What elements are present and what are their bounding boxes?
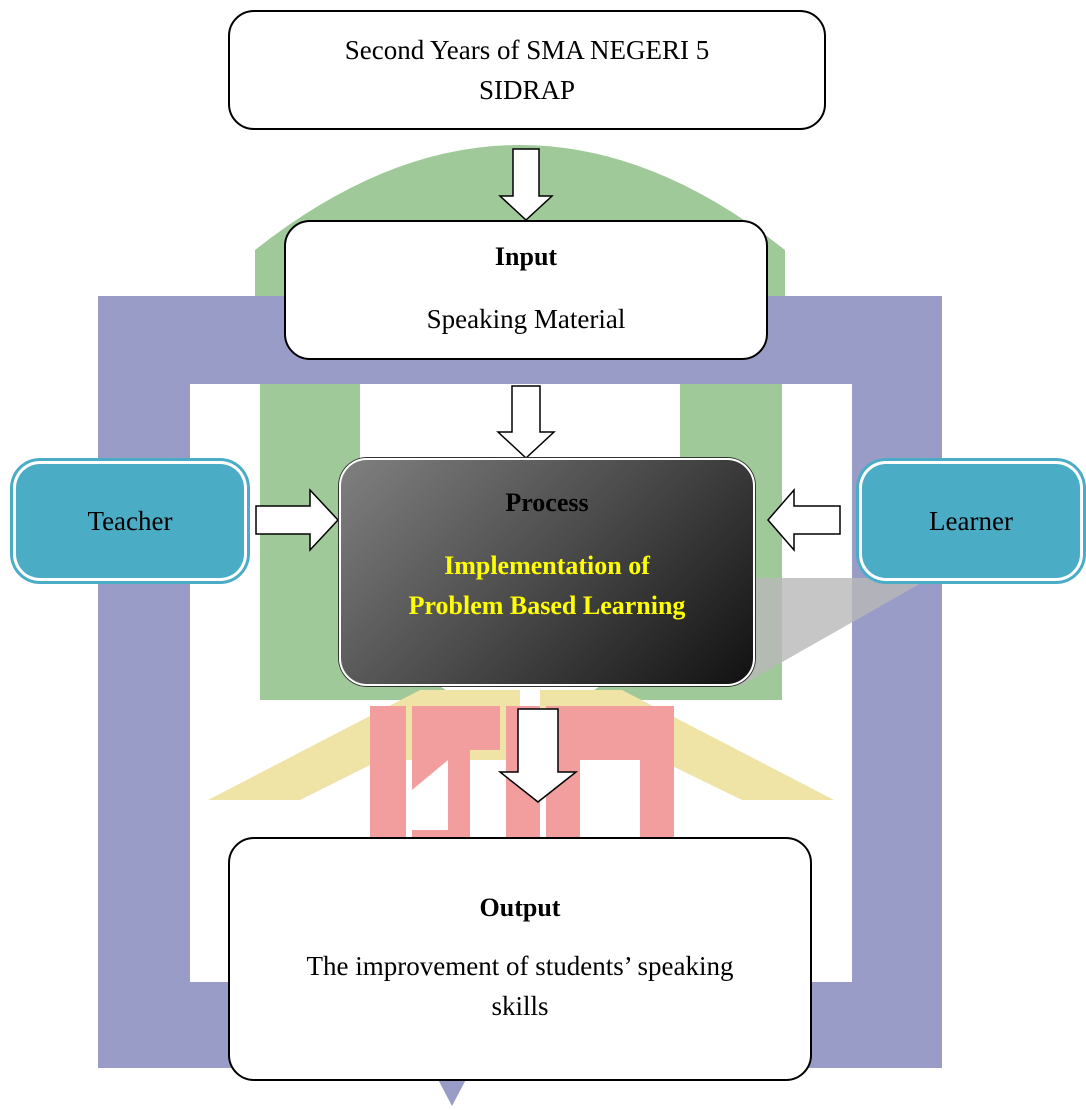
process-box: Process Implementation of Problem Based … [339, 458, 755, 686]
watermark-frame [98, 296, 942, 1068]
arrow-down-1 [498, 148, 554, 222]
arrow-down-2 [496, 385, 556, 460]
input-text: Speaking Material [426, 304, 626, 334]
teacher-label: Teacher [87, 505, 173, 536]
top-box-line2: SIDRAP [478, 75, 576, 105]
process-text-line2: Problem Based Learning [408, 591, 686, 620]
learner-label: Learner [929, 505, 1013, 536]
arrow-down-3 [497, 708, 579, 803]
top-box: Second Years of SMA NEGERI 5 SIDRAP [228, 10, 826, 130]
output-text-line1: The improvement of students’ speaking [306, 951, 734, 981]
arrow-left-learner [767, 487, 841, 553]
learner-box: Learner [862, 464, 1080, 578]
arrow-right-teacher [255, 488, 340, 552]
output-title: Output [479, 893, 561, 922]
output-box: Output The improvement of students’ spea… [228, 837, 812, 1081]
process-title: Process [505, 488, 589, 517]
top-box-line1: Second Years of SMA NEGERI 5 [344, 35, 710, 65]
output-text-line2: skills [491, 991, 549, 1021]
process-text-line1: Implementation of [444, 551, 650, 580]
input-box: Input Speaking Material [284, 220, 768, 360]
input-title: Input [494, 242, 558, 271]
teacher-box: Teacher [16, 464, 244, 578]
